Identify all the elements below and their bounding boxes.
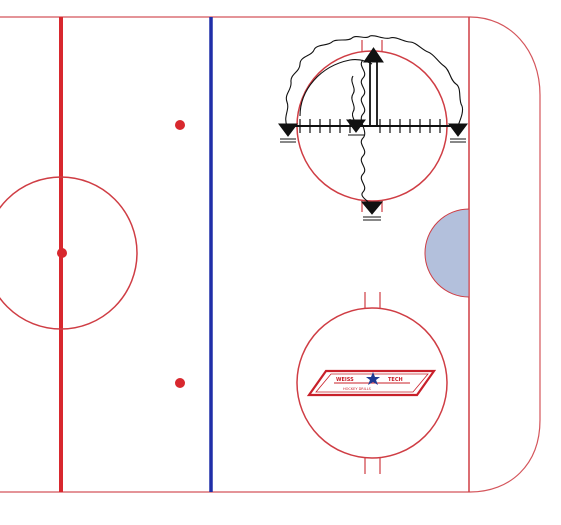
cone-top	[363, 47, 384, 63]
logo-tagline: HOCKEY DRILLS	[343, 387, 372, 391]
cone-bottom	[360, 201, 384, 221]
weiss-tech-logo: WEISS TECH HOCKEY DRILLS	[306, 369, 437, 397]
logo-star-icon	[366, 372, 380, 385]
drill-overlay	[285, 35, 464, 205]
skater-path-curly	[285, 35, 464, 127]
cone-center	[346, 119, 366, 136]
skater-path-wavy-down	[360, 59, 371, 205]
cones	[278, 47, 468, 221]
cone-right	[448, 123, 468, 143]
neutral-zone-dot-top	[175, 120, 185, 130]
rink-boards	[0, 16, 541, 493]
center-faceoff-dot	[57, 248, 67, 258]
goal-crease	[424, 208, 470, 298]
center-faceoff-circle	[0, 176, 138, 330]
logo-word-left: WEISS	[336, 377, 354, 383]
neutral-zone-dot-bottom	[175, 378, 185, 388]
logo-word-right: TECH	[388, 377, 403, 383]
pass-line-ticks	[299, 119, 441, 133]
skater-path-inner	[299, 59, 373, 117]
bottom-faceoff-circle	[296, 292, 448, 474]
cone-left	[278, 123, 298, 143]
